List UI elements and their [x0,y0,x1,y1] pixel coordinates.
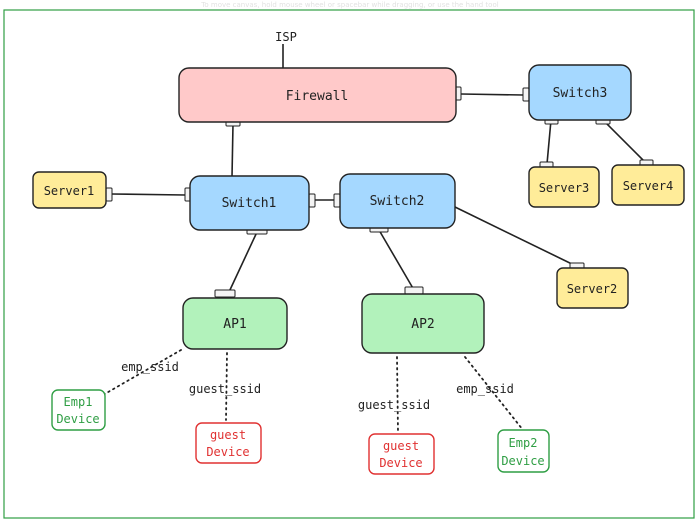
port-switch1-right [308,193,316,208]
wire-server1-switch1 [110,193,186,196]
guest-device-2-label-line2: Device [379,456,422,470]
guest-device-2-box[interactable] [368,433,435,475]
switch2-label: Switch2 [370,194,425,209]
wire-switch3-server4 [602,119,647,164]
emp2-device-box[interactable] [497,429,550,473]
guest-device-1-label-line2: Device [206,445,249,459]
guest-ssid-label-ap1: guest_ssid [189,382,261,396]
switch2-box[interactable] [339,173,456,229]
port-switch2-left [333,193,341,208]
ap2-box[interactable] [361,293,485,354]
wire-switch3-server3 [546,119,552,165]
port-server1-right [105,187,113,202]
guest-ssid-label-ap2: guest_ssid [358,398,430,412]
wire-switch2-server2 [454,206,577,267]
wire-switch2-ap2 [378,229,415,291]
firewall-label: Firewall [286,89,349,104]
switch3-box[interactable] [528,64,632,121]
wire-switch1-ap1 [228,231,258,293]
switch1-box[interactable] [189,175,310,231]
server1-label: Server1 [44,184,95,198]
port-ap1-top [214,289,236,298]
firewall-box[interactable] [178,67,457,123]
wired-links [110,44,647,293]
emp1-device-box[interactable] [51,389,106,431]
emp-ssid-label-ap2: emp_ssid [456,382,514,396]
server4-label: Server4 [623,179,674,193]
wire-firewall-switch1 [231,123,234,178]
wifi-ap2-guest2 [396,356,399,433]
wifi-ap1-emp1 [102,349,182,396]
guest-device-2-label-line1: guest [383,439,419,453]
ap1-box[interactable] [182,297,288,350]
wifi-ap2-emp2 [464,356,524,431]
switch3-label: Switch3 [553,86,608,101]
switch1-label: Switch1 [222,196,277,211]
server4-box[interactable] [611,164,685,206]
isp-label: ISP [275,30,297,44]
server1-box[interactable] [32,171,107,209]
guest-device-1-box[interactable] [195,422,262,464]
wireless-links [102,349,524,433]
server2-box[interactable] [556,267,629,309]
wire-firewall-switch3 [460,93,524,96]
emp2-device-label-line2: Device [501,454,544,468]
server2-label: Server2 [567,282,618,296]
canvas-frame [3,9,695,519]
canvas-hint: To move canvas, hold mouse wheel or spac… [201,1,499,9]
ap2-label: AP2 [411,317,434,332]
emp2-device-label-line1: Emp2 [509,436,538,450]
server3-box[interactable] [528,166,600,208]
emp1-device-label-line2: Device [56,412,99,426]
ap1-label: AP1 [223,317,246,332]
emp1-device-label-line1: Emp1 [64,395,93,409]
guest-device-1-label-line1: guest [210,428,246,442]
server3-label: Server3 [539,181,590,195]
emp-ssid-label-ap1: emp_ssid [121,360,179,374]
port-switch3-left [522,87,530,102]
wifi-ap1-guest1 [225,352,228,421]
port-ap2-top [404,286,424,295]
